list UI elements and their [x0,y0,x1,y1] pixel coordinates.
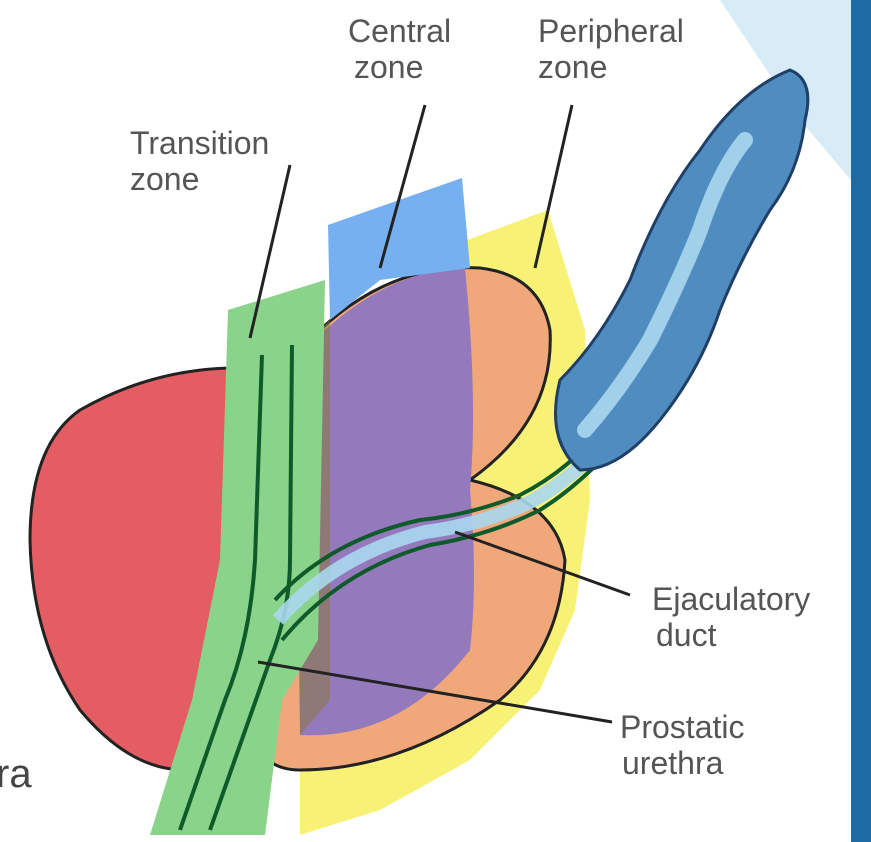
transition-zone-label: Transition zone [130,126,269,198]
transition-zone-label-line2: zone [130,162,269,198]
peripheral-zone-label: Peripheral zone [538,14,684,86]
ejaculatory-duct-label: Ejaculatory duct [652,582,810,654]
prostatic-urethra-label-line1: Prostatic [620,710,744,746]
ejaculatory-duct-label-line2: duct [652,618,810,654]
ejaculatory-duct-label-line1: Ejaculatory [652,582,810,618]
slide-accent-bar [851,0,871,842]
clipped-slide-text: ra [0,752,32,797]
central-zone-label: Central zone [348,14,451,86]
peripheral-zone-label-line1: Peripheral [538,14,684,50]
prostatic-urethra-label: Prostatic urethra [620,710,744,782]
central-zone-label-line2: zone [348,50,451,86]
transition-zone-label-line1: Transition [130,126,269,162]
peripheral-zone-label-line2: zone [538,50,684,86]
central-zone-label-line1: Central [348,14,451,50]
prostatic-urethra-label-line2: urethra [620,746,744,782]
